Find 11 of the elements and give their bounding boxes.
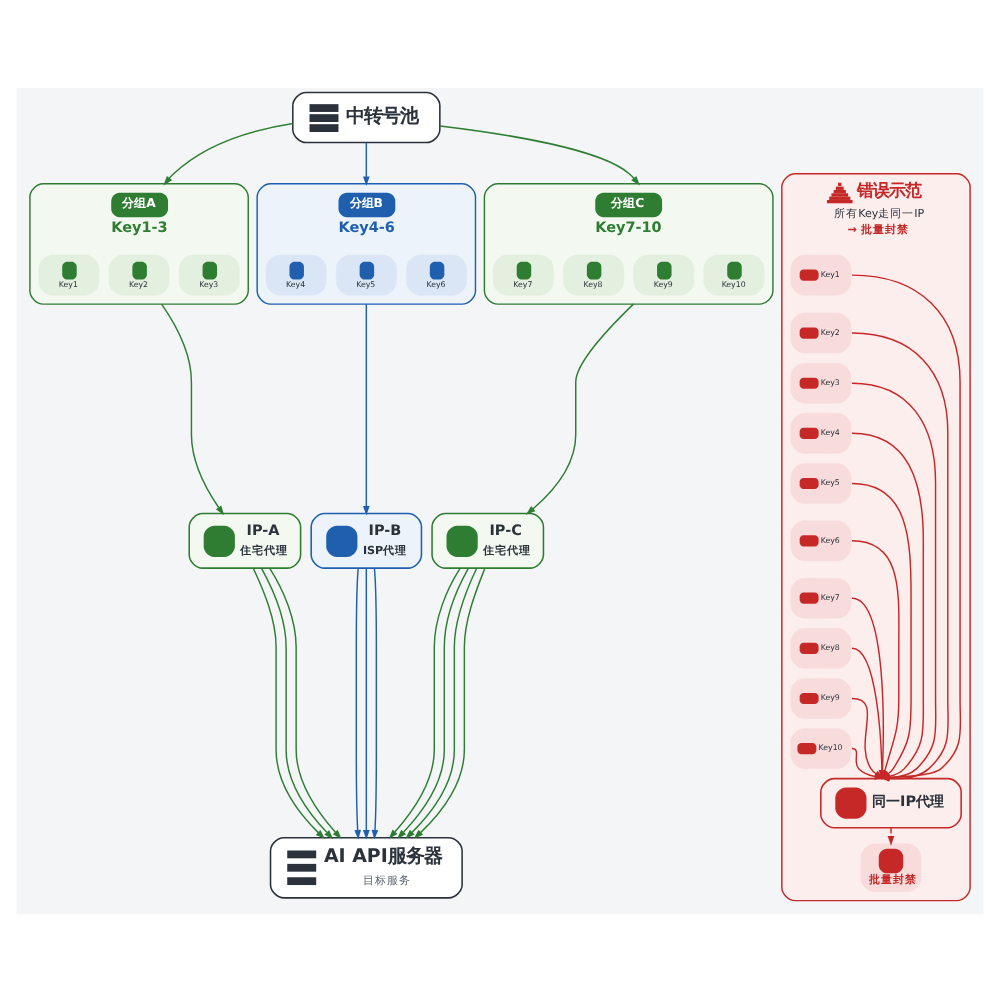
arrow xyxy=(362,141,370,185)
arrow xyxy=(371,566,379,839)
arrow xyxy=(163,121,294,185)
arrow xyxy=(160,302,225,515)
arrow xyxy=(887,826,895,845)
arrow xyxy=(362,302,370,515)
arrow xyxy=(362,566,370,839)
arrow xyxy=(354,566,362,839)
arrow xyxy=(439,124,640,185)
node-box: 中转号池 xyxy=(292,90,441,143)
arrow xyxy=(525,302,635,514)
